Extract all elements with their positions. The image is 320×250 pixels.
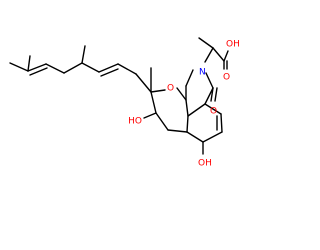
bond xyxy=(9,62,29,72)
bond xyxy=(204,87,214,105)
bond xyxy=(63,62,83,74)
bond-lines xyxy=(9,37,229,155)
bond xyxy=(155,112,169,131)
acid-hydroxyl-label: OH xyxy=(226,40,240,50)
atom-label-n: N xyxy=(199,68,206,78)
bond xyxy=(212,47,225,62)
atom-labels: O N O O OH HO OH xyxy=(128,40,240,169)
atom-label-o-lactam: O xyxy=(210,107,217,117)
atom-label-oh-acid: OH xyxy=(226,40,240,50)
bond xyxy=(27,55,31,72)
lactam-carbonyl-oxygen-label: O xyxy=(210,107,217,117)
bond xyxy=(210,87,214,102)
atom-label-ho-ring: HO xyxy=(128,117,142,127)
ether-oxygen-label: O xyxy=(167,84,174,94)
bond xyxy=(185,69,194,87)
bond xyxy=(214,87,218,102)
phenol-hydroxyl-label: OH xyxy=(198,159,212,169)
bond xyxy=(223,50,229,62)
bond xyxy=(185,99,189,117)
bond xyxy=(117,63,137,75)
bond xyxy=(135,73,152,93)
bond xyxy=(176,87,187,101)
bond xyxy=(45,63,65,74)
bond xyxy=(202,131,223,143)
molecule-structure-diagram: O N O O OH HO OH xyxy=(9,37,240,169)
bond xyxy=(186,131,204,143)
bond xyxy=(81,45,86,64)
bond xyxy=(81,62,100,73)
bond xyxy=(29,67,48,76)
atom-label-o-acid: O xyxy=(223,73,230,83)
bond xyxy=(150,91,157,114)
bond xyxy=(187,103,206,117)
bond xyxy=(204,47,214,63)
atom-label-oh-phenol: OH xyxy=(198,159,212,169)
bond xyxy=(167,129,188,133)
bond xyxy=(186,115,189,133)
bond xyxy=(198,37,214,49)
bond xyxy=(143,112,157,119)
atom-label-o-ring: O xyxy=(167,84,174,94)
bond xyxy=(27,63,47,72)
acid-carbonyl-oxygen-label: O xyxy=(223,73,230,83)
bond xyxy=(98,63,119,73)
bond xyxy=(150,89,166,93)
bond xyxy=(205,72,214,89)
bond xyxy=(100,68,119,77)
ring-hydroxyl-label: HO xyxy=(128,117,142,127)
bond xyxy=(204,103,222,115)
lactam-nitrogen-label: N xyxy=(199,68,206,78)
bond xyxy=(220,113,223,133)
